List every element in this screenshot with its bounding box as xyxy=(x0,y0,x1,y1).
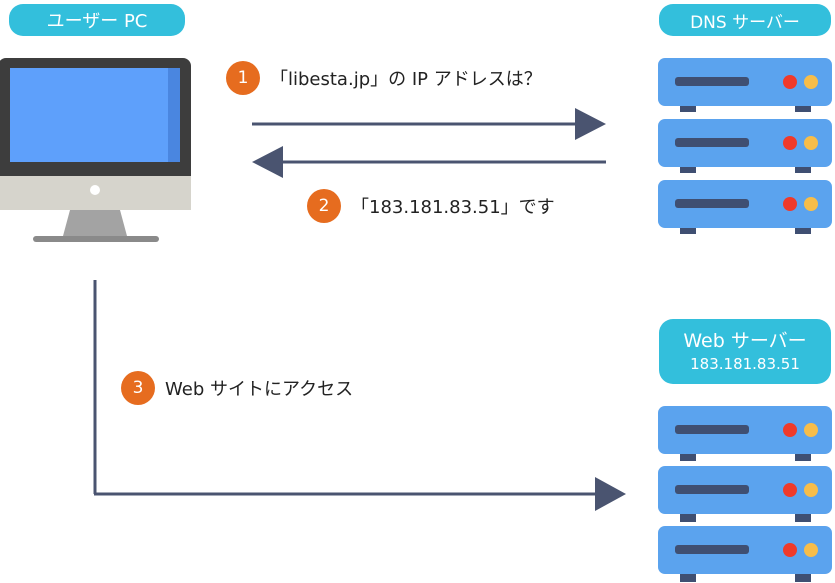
step-2: 2 「183.181.83.51」です xyxy=(307,189,555,223)
arrow-query-to-dns xyxy=(252,108,606,140)
web-server-icon xyxy=(658,406,832,582)
step-3: 3 Web サイトにアクセス xyxy=(121,371,353,405)
web-server-label: Web サーバー 183.181.83.51 xyxy=(659,319,831,384)
step-1-badge: 1 xyxy=(226,61,260,95)
user-pc-label: ユーザー PC xyxy=(9,4,185,36)
step-2-badge: 2 xyxy=(307,189,341,223)
web-server-label-text: Web サーバー xyxy=(683,329,807,352)
step-1-text: 「libesta.jp」の IP アドレスは？ xyxy=(270,69,542,90)
step-3-badge: 3 xyxy=(121,371,155,405)
step-1: 1 「libesta.jp」の IP アドレスは？ xyxy=(226,61,542,95)
step-2-text: 「183.181.83.51」です xyxy=(351,197,555,218)
arrow-access-web xyxy=(93,280,626,511)
computer-monitor-icon xyxy=(0,58,191,242)
user-pc-label-text: ユーザー PC xyxy=(46,11,148,32)
arrow-response-to-pc xyxy=(252,146,606,178)
dns-server-label: DNS サーバー xyxy=(659,4,831,36)
web-server-ip: 183.181.83.51 xyxy=(690,354,800,373)
dns-server-label-text: DNS サーバー xyxy=(690,12,800,33)
dns-server-icon xyxy=(658,58,832,234)
step-3-text: Web サイトにアクセス xyxy=(165,379,354,400)
